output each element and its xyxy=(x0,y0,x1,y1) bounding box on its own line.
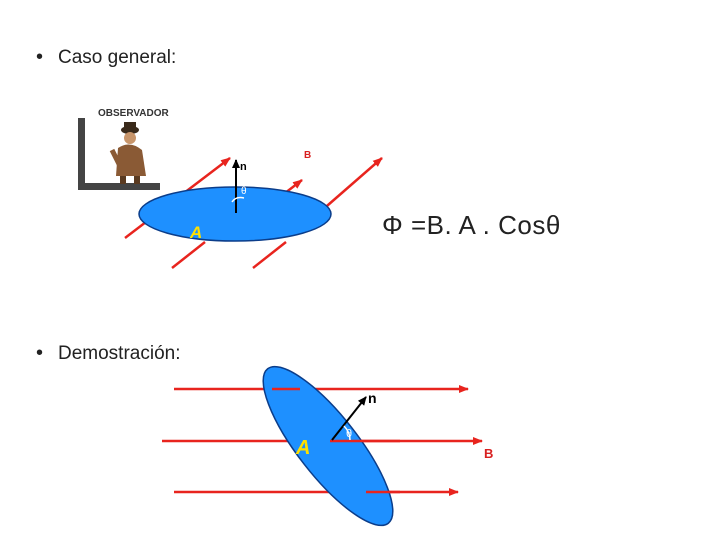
field-arrow xyxy=(252,241,287,269)
field-arrow xyxy=(171,241,206,269)
figure-demonstration: n θ A B xyxy=(162,365,493,527)
field-label: B xyxy=(304,150,311,161)
area-label: A xyxy=(295,437,310,459)
angle-label: θ xyxy=(241,186,247,197)
bullet-text: Caso general: xyxy=(58,46,177,68)
bullet-text: Demostración: xyxy=(58,342,181,364)
normal-vector xyxy=(331,396,367,441)
normal-label: n xyxy=(368,390,377,406)
angle-arc xyxy=(343,425,351,441)
area-disc-tilted xyxy=(262,365,394,527)
bullet-dot: • xyxy=(36,342,44,364)
figure-general-case: OBSERVADOR n B θ A xyxy=(78,108,383,269)
bullet-demostracion: • Demostración: xyxy=(36,342,181,365)
flux-formula: Φ =B. A . Cosθ xyxy=(382,210,561,240)
field-arrow xyxy=(319,157,383,213)
angle-arc xyxy=(231,196,245,203)
area-label: A xyxy=(189,223,202,242)
bullet-caso-general: • Caso general: xyxy=(36,46,176,69)
observer-label: OBSERVADOR xyxy=(98,108,170,119)
bullet-dot: • xyxy=(36,46,44,68)
observer-icon xyxy=(78,118,160,190)
angle-label: θ xyxy=(346,428,352,440)
normal-label: n xyxy=(240,161,247,173)
field-label: B xyxy=(484,446,493,461)
